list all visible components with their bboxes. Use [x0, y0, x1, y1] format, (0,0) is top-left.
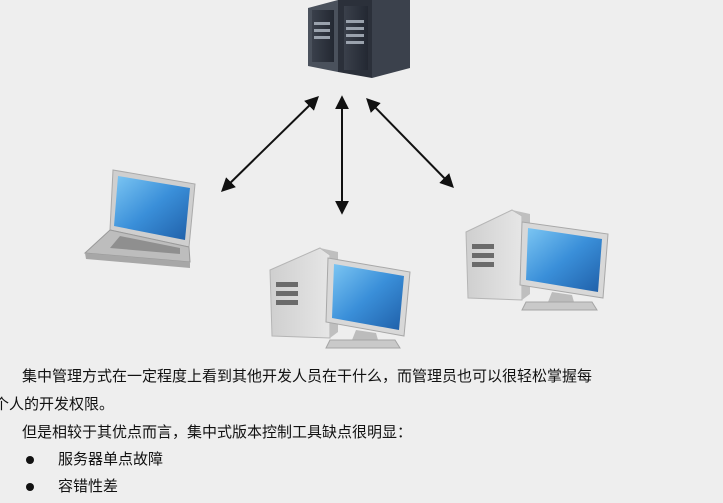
list-item: 服务器单点故障 — [0, 446, 723, 473]
laptop-icon — [83, 169, 196, 268]
desktop-center-icon — [269, 247, 411, 349]
centralized-vcs-diagram — [83, 0, 609, 349]
bullet-icon — [26, 483, 34, 491]
paragraph-centralized-management: 集中管理方式在一定程度上看到其他开发人员在干什么，而管理员也可以很轻松掌握每 个… — [0, 362, 723, 418]
list-item-text: 服务器单点故障 — [58, 450, 164, 468]
paragraph-line-1: 集中管理方式在一定程度上看到其他开发人员在干什么，而管理员也可以很轻松掌握每 — [22, 367, 593, 385]
drawbacks-list: 服务器单点故障 容错性差 — [0, 446, 723, 500]
paragraph-drawbacks-intro: 但是相较于其优点而言，集中式版本控制工具缺点很明显： — [22, 423, 413, 441]
server-icon — [308, 0, 410, 78]
list-item: 容错性差 — [0, 473, 723, 500]
desktop-right-icon — [465, 209, 609, 311]
arrow-server-desktop-right — [366, 97, 454, 189]
paragraph-line-2: 个人的开发权限。 — [0, 395, 115, 413]
arrow-server-laptop — [220, 96, 320, 192]
bullet-icon — [26, 456, 34, 464]
list-item-text: 容错性差 — [58, 477, 119, 495]
description-text: 集中管理方式在一定程度上看到其他开发人员在干什么，而管理员也可以很轻松掌握每 个… — [0, 362, 723, 500]
